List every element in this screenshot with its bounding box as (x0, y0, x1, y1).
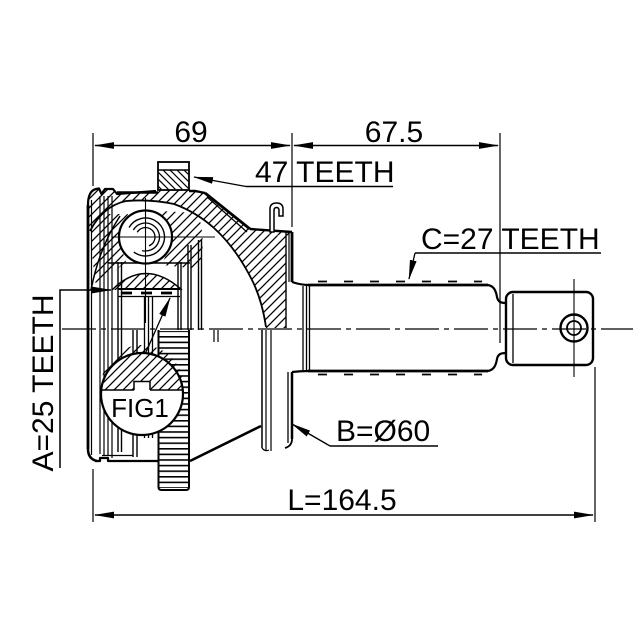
shaft-neck-top (487, 283, 507, 305)
boot-bellows-lines (99, 196, 113, 458)
housing-bottom-edge (95, 456, 158, 463)
fig1-spline-hatch (101, 344, 183, 390)
cv-joint-body (86, 187, 294, 463)
ball-arc-middle (130, 222, 161, 252)
dimension-overall-length: L=164.5 (94, 484, 594, 519)
abs-reluctor-ring-section (157, 161, 190, 191)
inner-race-right-edges (177, 240, 203, 330)
shaft-fillet-top (291, 280, 310, 287)
dimension-69: 69 (94, 116, 291, 149)
housing-lower-cone-edge (189, 424, 262, 463)
cage-right-hatch (160, 211, 203, 269)
inner-spline-leader (59, 286, 112, 468)
callout-a25-teeth: A=25 TEETH (27, 286, 112, 472)
dim-length-label: L=164.5 (287, 484, 396, 517)
abs-teeth-leader (193, 176, 247, 188)
abs-teeth-label: 47 TEETH (255, 156, 395, 189)
abs-band-outline (157, 330, 190, 491)
shaft-shoulder-lines (302, 285, 311, 371)
housing-slope-inner-line (206, 196, 248, 233)
shield-bottom-arc (261, 447, 270, 452)
dim-69-label: 69 (174, 116, 207, 149)
housing-right-bottom-corner (284, 438, 293, 449)
fig1-detail: FIG1 (99, 297, 185, 437)
shaft-fill (292, 282, 506, 372)
callout-b60: B=Ø60 (291, 415, 438, 448)
boot-diameter-label: B=Ø60 (336, 415, 430, 448)
bearing-ball (112, 198, 215, 323)
callout-47-teeth: 47 TEETH (193, 156, 395, 189)
snap-ring-hook (269, 202, 284, 233)
dimension-extension-lines (92, 133, 596, 522)
dimension-67-5: 67.5 (293, 116, 499, 149)
ball-arc-inner (135, 226, 156, 248)
cavity-right-curve (213, 227, 267, 328)
ball-arc-outer (125, 217, 166, 257)
fig1-spline-notch (101, 380, 183, 391)
dim-67-5-label: 67.5 (365, 116, 423, 149)
shaft-spline-leader (408, 252, 417, 280)
shaft-spline-label: C=27 TEETH (421, 223, 600, 256)
shield-inner-edge-2 (265, 330, 272, 451)
fig1-leader (145, 297, 171, 353)
shaft-fillet-bottom (291, 369, 310, 374)
outer-race-top-wall-hatch (88, 188, 292, 237)
housing-slope-edge (204, 191, 251, 231)
inner-spline-label: A=25 TEETH (27, 294, 60, 471)
drive-shaft (291, 279, 595, 377)
outer-race-inner-curve (89, 199, 215, 232)
lower-edge-stubs (213, 330, 219, 342)
abs-ring-block-hatch (158, 170, 189, 190)
housing-top-edge-right (189, 189, 206, 195)
outer-race-right-wall-hatch (214, 229, 286, 328)
cage-left-curve (90, 215, 121, 291)
boot-clamp-profile (86, 187, 157, 206)
fig1-label: FIG1 (111, 393, 169, 423)
boot-diameter-leader (291, 423, 331, 447)
shaft-neck-bottom (487, 351, 507, 373)
callout-c27-teeth: C=27 TEETH (408, 223, 601, 280)
